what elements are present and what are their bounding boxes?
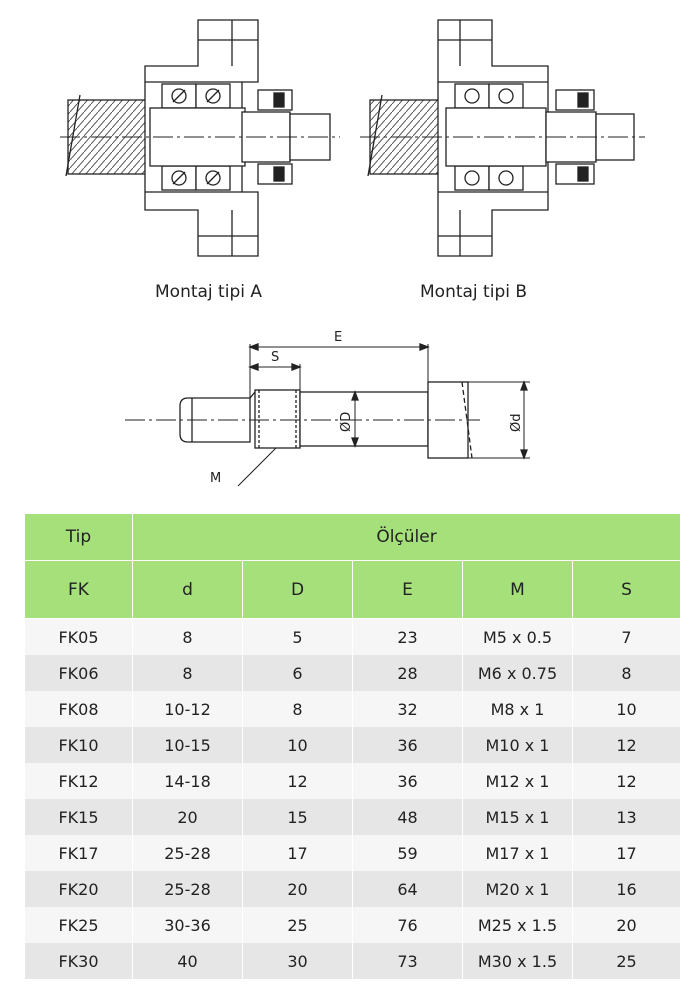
cell-s: 12: [571, 763, 682, 799]
table-row: FK10 10-15 10 36 M10 x 1 12: [24, 727, 682, 763]
table-row: FK17 25-28 17 59 M17 x 1 17: [24, 835, 682, 871]
table-column-header: FK d D E M S: [24, 560, 682, 619]
cell-fk: FK10: [24, 727, 133, 763]
cell-d-large: 20: [242, 871, 353, 907]
cell-e: 48: [352, 799, 463, 835]
col-header-m: M: [462, 560, 573, 619]
cell-m: M12 x 1: [462, 763, 573, 799]
cell-m: M8 x 1: [462, 691, 573, 727]
cell-fk: FK20: [24, 871, 133, 907]
cell-d-small: 30-36: [132, 907, 243, 943]
cell-e: 23: [352, 618, 463, 655]
cell-s: 12: [571, 727, 682, 763]
cell-s: 20: [571, 907, 682, 943]
header-dimensions: Ölçüler: [131, 513, 682, 561]
cell-m: M25 x 1.5: [462, 907, 573, 943]
table-group-header: Tip Ölçüler: [24, 513, 682, 561]
cell-e: 73: [352, 943, 463, 979]
col-header-e: E: [352, 560, 463, 619]
cell-d-large: 5: [242, 618, 353, 655]
cell-fk: FK06: [24, 655, 133, 691]
cell-d-small: 10-12: [132, 691, 243, 727]
cell-d-small: 14-18: [132, 763, 243, 799]
cell-d-small: 8: [132, 655, 243, 691]
cell-m: M6 x 0.75: [462, 655, 573, 691]
cell-d-large: 30: [242, 943, 353, 979]
cell-d-small: 25-28: [132, 835, 243, 871]
dim-label-d-small: Ød: [509, 414, 524, 432]
technical-drawing: E S ØD Ød M: [60, 19, 645, 487]
table-row: FK30 40 30 73 M30 x 1.5 25: [24, 943, 682, 979]
dim-label-m: M: [210, 471, 221, 486]
dimension-table: Tip Ölçüler FK d D E M S FK05 8 5 23 M5 …: [24, 513, 682, 979]
col-header-fk: FK: [24, 560, 133, 619]
cell-d-large: 6: [242, 655, 353, 691]
table-row: FK25 30-36 25 76 M25 x 1.5 20: [24, 907, 682, 943]
cell-e: 59: [352, 835, 463, 871]
table-row: FK05 8 5 23 M5 x 0.5 7: [24, 618, 682, 655]
dim-label-s: S: [271, 350, 279, 365]
col-header-d-large: D: [242, 560, 353, 619]
col-header-d-small: d: [132, 560, 243, 619]
cell-m: M5 x 0.5: [462, 618, 573, 655]
cell-s: 16: [571, 871, 682, 907]
cell-m: M15 x 1: [462, 799, 573, 835]
cell-fk: FK30: [24, 943, 133, 979]
cell-m: M10 x 1: [462, 727, 573, 763]
cell-d-small: 20: [132, 799, 243, 835]
cell-fk: FK08: [24, 691, 133, 727]
col-header-s: S: [571, 560, 682, 619]
cell-s: 13: [571, 799, 682, 835]
cell-s: 7: [571, 618, 682, 655]
dim-label-e: E: [334, 330, 342, 345]
cell-e: 32: [352, 691, 463, 727]
cell-d-large: 17: [242, 835, 353, 871]
dim-label-d-main: ØD: [339, 412, 354, 432]
cell-d-small: 25-28: [132, 871, 243, 907]
table-row: FK20 25-28 20 64 M20 x 1 16: [24, 871, 682, 907]
table-row: FK08 10-12 8 32 M8 x 1 10: [24, 691, 682, 727]
table-row: FK15 20 15 48 M15 x 1 13: [24, 799, 682, 835]
cell-e: 28: [352, 655, 463, 691]
cell-d-small: 10-15: [132, 727, 243, 763]
cell-d-large: 8: [242, 691, 353, 727]
cell-fk: FK25: [24, 907, 133, 943]
cell-s: 25: [571, 943, 682, 979]
cell-fk: FK17: [24, 835, 133, 871]
cell-d-large: 25: [242, 907, 353, 943]
cell-s: 10: [571, 691, 682, 727]
cell-e: 76: [352, 907, 463, 943]
cell-m: M30 x 1.5: [462, 943, 573, 979]
cell-e: 36: [352, 763, 463, 799]
cell-m: M17 x 1: [462, 835, 573, 871]
cell-d-large: 15: [242, 799, 353, 835]
caption-mount-b: Montaj tipi B: [420, 282, 528, 302]
cell-fk: FK05: [24, 618, 133, 655]
cell-s: 8: [571, 655, 682, 691]
table-row: FK06 8 6 28 M6 x 0.75 8: [24, 655, 682, 691]
cell-fk: FK15: [24, 799, 133, 835]
table-row: FK12 14-18 12 36 M12 x 1 12: [24, 763, 682, 799]
cell-fk: FK12: [24, 763, 133, 799]
cell-s: 17: [571, 835, 682, 871]
cell-d-small: 8: [132, 618, 243, 655]
cell-d-large: 10: [242, 727, 353, 763]
cell-d-small: 40: [132, 943, 243, 979]
mount-a-drawing: [60, 19, 340, 257]
caption-mount-a: Montaj tipi A: [155, 282, 262, 302]
header-tip: Tip: [24, 513, 133, 561]
cell-m: M20 x 1: [462, 871, 573, 907]
shaft-dimension-drawing: [125, 343, 530, 487]
cell-e: 36: [352, 727, 463, 763]
mount-b-drawing: [360, 19, 645, 257]
cell-d-large: 12: [242, 763, 353, 799]
cell-e: 64: [352, 871, 463, 907]
